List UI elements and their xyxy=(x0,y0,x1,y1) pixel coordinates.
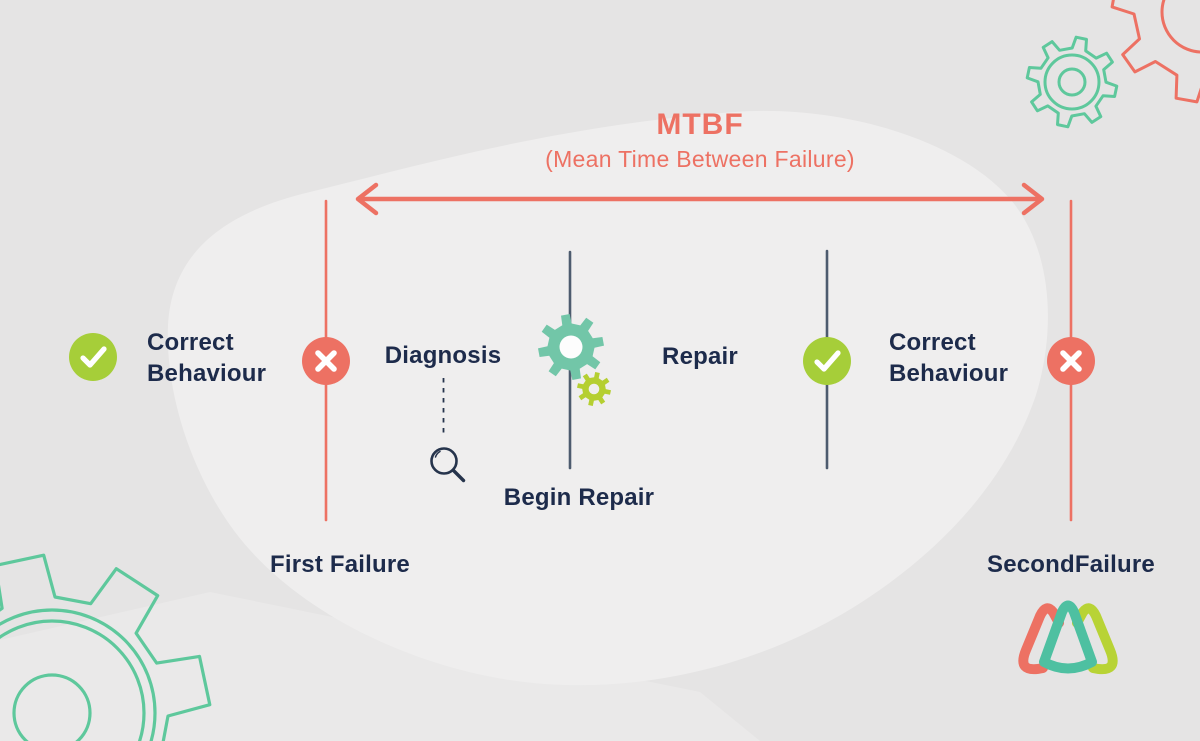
label-first-failure: First Failure xyxy=(270,551,410,578)
label-correct-behaviour-left: Correct Behaviour xyxy=(147,329,267,387)
label-second-failure: SecondFailure xyxy=(987,551,1155,578)
gear-outline-icon xyxy=(1110,0,1200,104)
gears-icon xyxy=(538,314,611,406)
x-circle-icon xyxy=(302,337,350,385)
check-circle-icon xyxy=(803,337,851,385)
background-band xyxy=(0,592,760,741)
x-circle-icon xyxy=(1047,337,1095,385)
arrowhead-left-icon xyxy=(355,182,379,216)
label-begin-repair: Begin Repair xyxy=(503,484,655,511)
label-correct-behaviour-right: Correct Behaviour xyxy=(889,329,1009,387)
brand-logo xyxy=(1018,600,1118,675)
logo-triangle-stroke xyxy=(1039,600,1097,674)
mtbf-span-arrow xyxy=(355,182,1045,216)
label-diagnosis: Diagnosis xyxy=(384,342,502,369)
arrowhead-right-icon xyxy=(1021,182,1045,216)
diagram-title: MTBF xyxy=(656,108,744,141)
logo-left-stroke xyxy=(1018,603,1064,675)
label-repair: Repair xyxy=(662,343,738,370)
magnifier-icon xyxy=(430,447,466,483)
check-circle-icon xyxy=(69,333,117,381)
logo-right-stroke xyxy=(1072,603,1118,675)
diagram-subtitle: (Mean Time Between Failure) xyxy=(545,146,855,172)
background-shapes xyxy=(0,110,1048,741)
gear-outline-icon xyxy=(0,553,212,741)
gear-outline-icon xyxy=(1025,35,1119,129)
